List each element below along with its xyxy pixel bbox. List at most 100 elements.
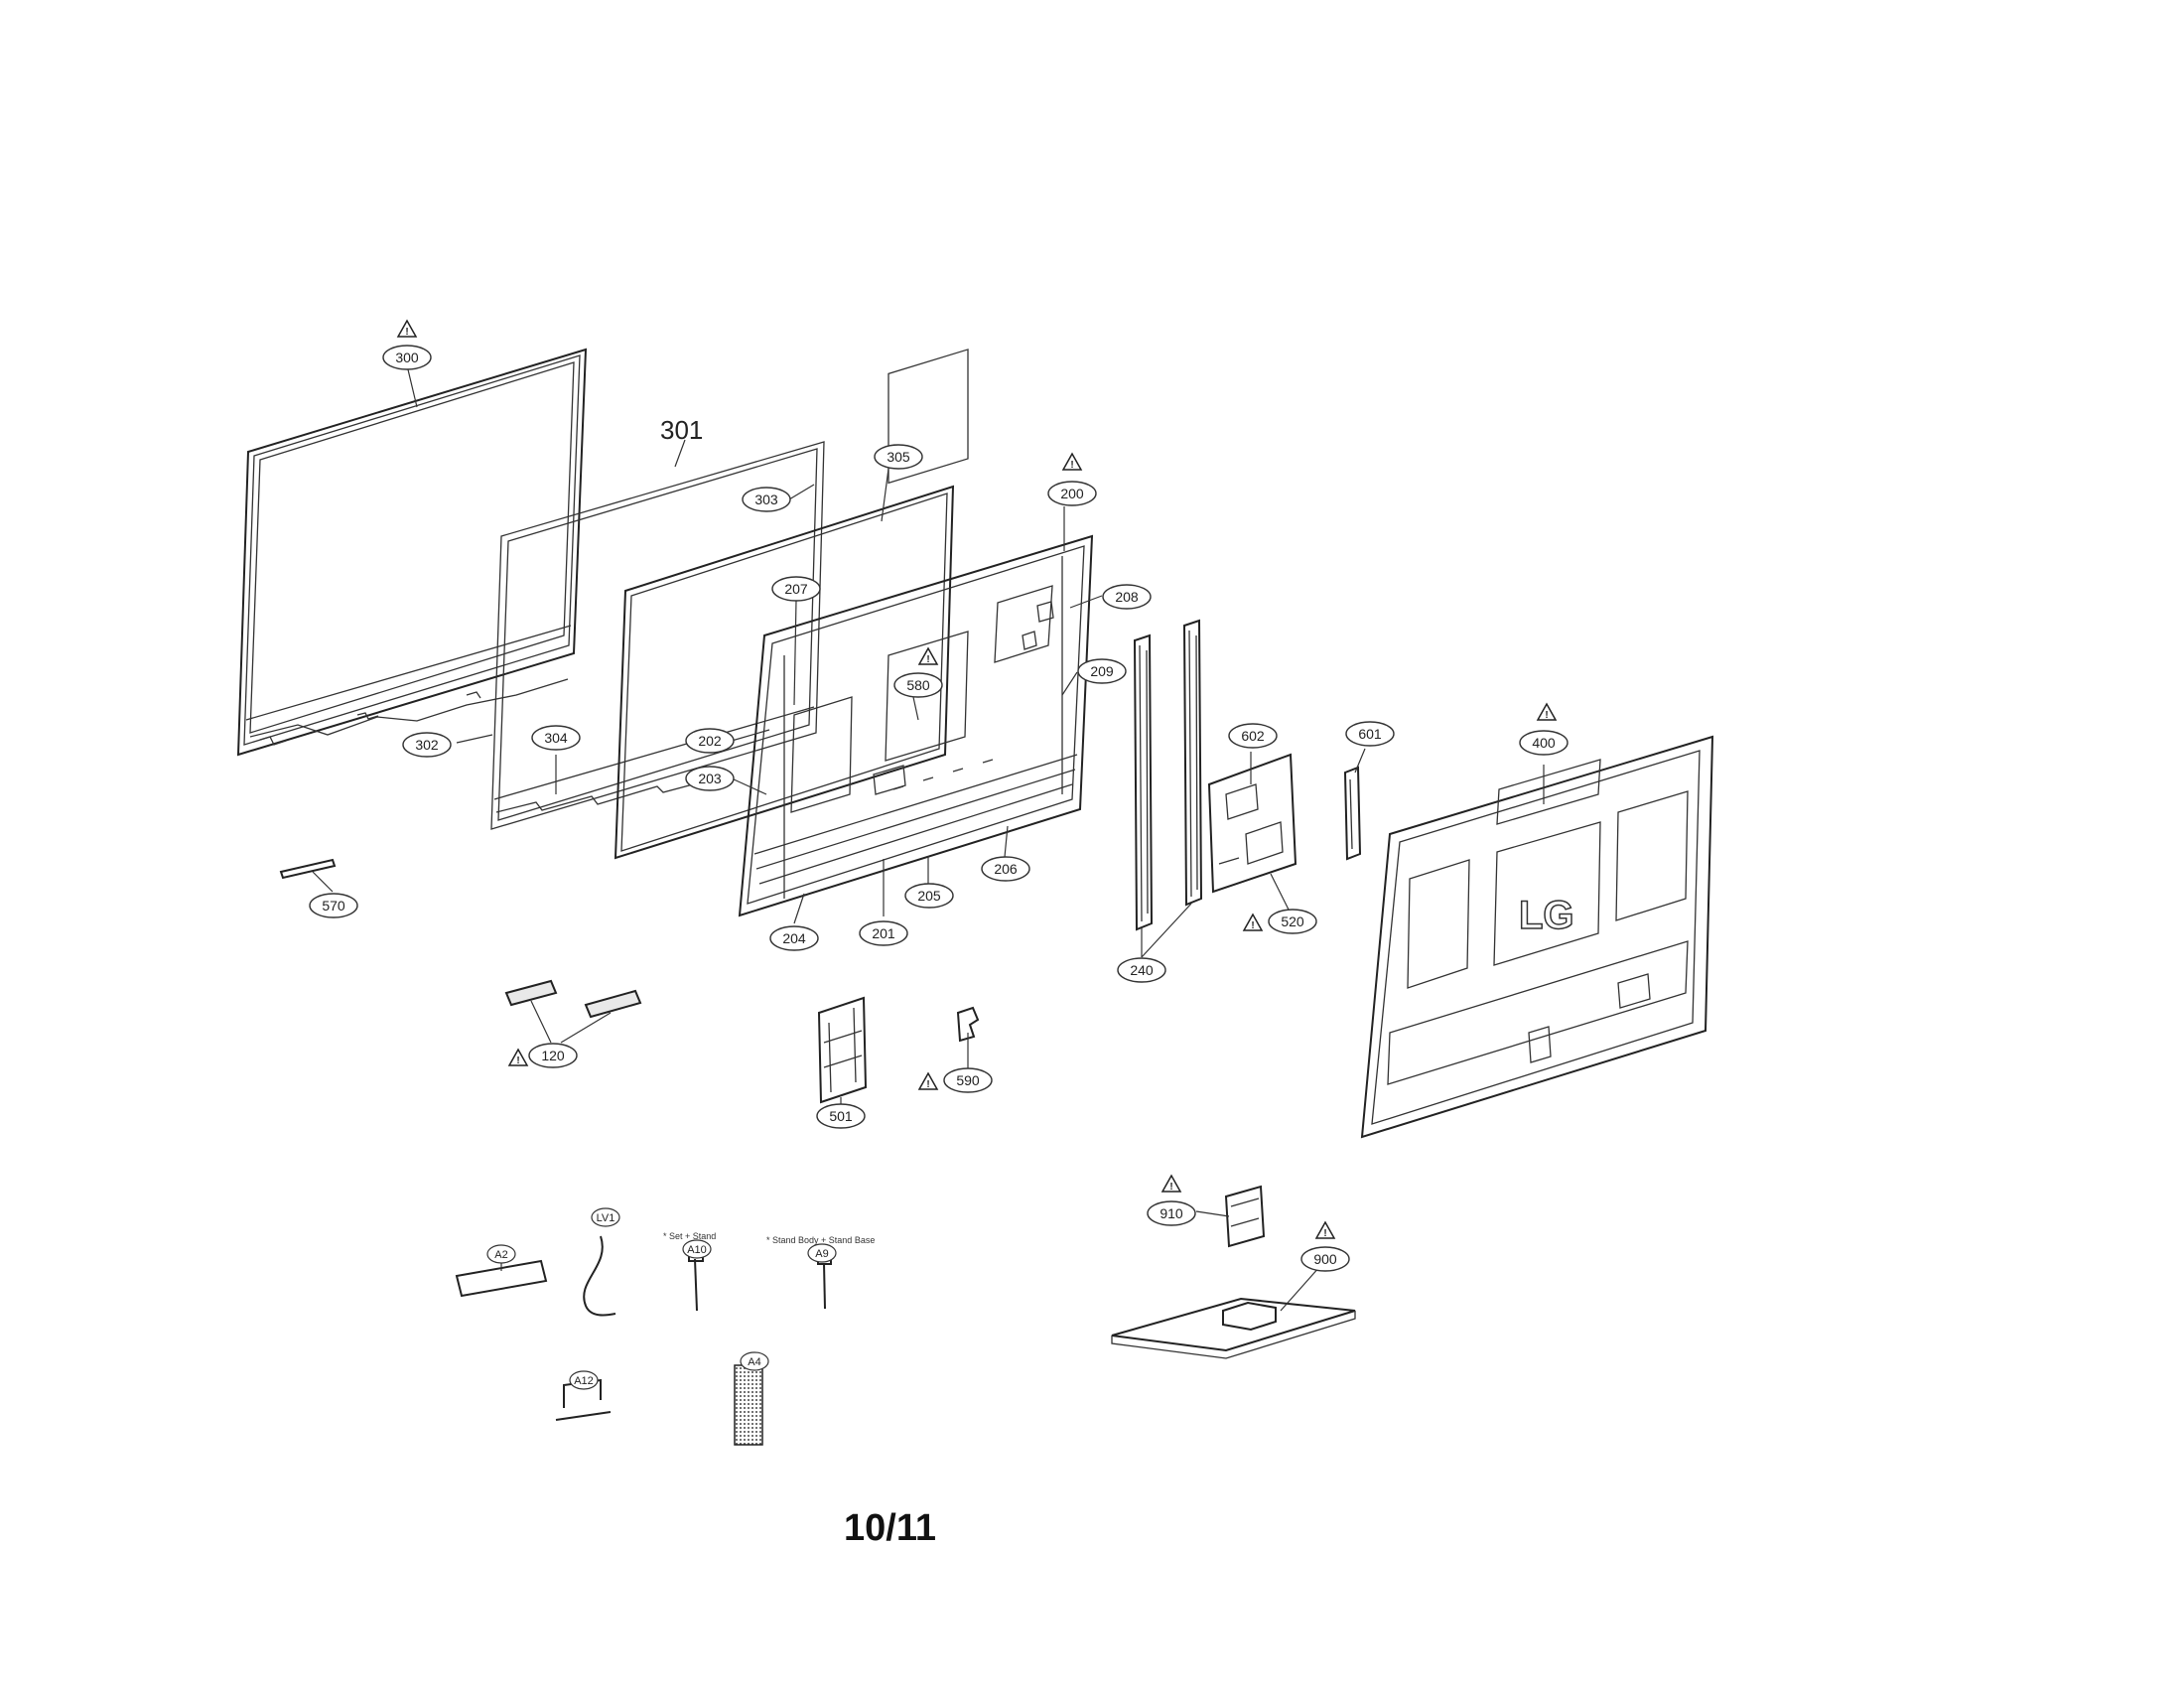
callout-209: 209: [1077, 658, 1127, 684]
part-stand-bracket: [1224, 1185, 1266, 1248]
callout-label: 501: [829, 1108, 853, 1124]
callout-208: 208: [1102, 584, 1152, 610]
callout-202: 202: [685, 728, 735, 754]
callout-label: 910: [1160, 1205, 1183, 1221]
callout-bubble: [874, 444, 923, 470]
part-small-board: [1343, 766, 1362, 861]
callout-302: 302: [402, 732, 452, 758]
callout-900: 900!: [1300, 1220, 1350, 1272]
part-inner-frame: [490, 441, 825, 830]
warning-icon: [917, 1071, 939, 1090]
part-A2-remote-holder: [455, 1259, 548, 1298]
leader-lines: [312, 364, 1545, 1312]
part-LV1-cable: [583, 1235, 616, 1317]
warning-mark: !: [516, 1055, 519, 1066]
note-set-stand: * Set + Stand: [663, 1231, 716, 1241]
callout-910: 910!: [1147, 1174, 1196, 1226]
part-label-301: 301: [660, 415, 703, 445]
callout-lv1: LV1: [591, 1207, 620, 1227]
callout-580: 580!: [893, 646, 943, 698]
callout-240: 240: [1117, 957, 1166, 983]
part-A10-screw: [688, 1252, 704, 1312]
callout-label: A2: [494, 1249, 507, 1261]
callout-a9: A9: [807, 1243, 837, 1263]
callout-label: 207: [784, 581, 808, 597]
callout-label: 206: [994, 861, 1018, 877]
callout-label: 580: [906, 677, 930, 693]
callout-303: 303: [742, 487, 791, 512]
warning-icon: [1160, 1174, 1182, 1193]
callout-bubble: [1102, 584, 1152, 610]
callout-bubble: [402, 732, 452, 758]
callout-bubble: [1147, 1200, 1196, 1226]
callout-bubble: [682, 1239, 712, 1259]
warning-icon: [507, 1048, 529, 1066]
callout-label: 201: [872, 925, 895, 941]
warning-icon: [1061, 452, 1083, 471]
warning-icon: [1314, 1220, 1336, 1239]
callout-bubble: [309, 893, 358, 918]
warning-mark: !: [926, 1079, 929, 1090]
callout-label: 520: [1281, 914, 1304, 929]
warning-mark: !: [1251, 920, 1254, 931]
part-glass-panel: [614, 485, 955, 860]
callout-501: 501: [816, 1103, 866, 1129]
part-main-board: [1207, 753, 1297, 894]
callout-bubble: [893, 672, 943, 698]
callout-203: 203: [685, 766, 735, 791]
callout-602: 602: [1228, 723, 1278, 749]
part-A4-manual: [734, 1364, 763, 1446]
part-590-component: [956, 1006, 980, 1043]
warning-mark: !: [405, 327, 408, 338]
callout-label: 400: [1532, 735, 1556, 751]
callout-bubble: [591, 1207, 620, 1227]
callout-bubble: [816, 1103, 866, 1129]
callout-label: 300: [395, 350, 419, 365]
callout-bubble: [769, 925, 819, 951]
callout-300: 300!: [382, 319, 432, 370]
callout-bubble: [859, 920, 908, 946]
callout-label: 209: [1090, 663, 1114, 679]
callout-label: 602: [1241, 728, 1265, 744]
callout-a4: A4: [740, 1351, 769, 1371]
part-A9-screw: [817, 1256, 832, 1310]
callout-label: 601: [1358, 726, 1382, 742]
callout-label: 303: [754, 492, 778, 507]
callout-label: 202: [698, 733, 722, 749]
callout-bubble: [486, 1244, 516, 1264]
warning-mark: !: [926, 654, 929, 665]
callout-label: 900: [1313, 1251, 1337, 1267]
callout-205: 205: [904, 883, 954, 909]
callout-bubble: [904, 883, 954, 909]
warning-mark: !: [1545, 710, 1548, 721]
warning-mark: !: [1169, 1182, 1172, 1193]
callout-label: 590: [956, 1072, 980, 1088]
callout-bubble: [943, 1067, 993, 1093]
part-side-brackets: [1133, 619, 1203, 931]
callout-520: 520!: [1242, 909, 1317, 934]
callout-bubble: [807, 1243, 837, 1263]
callout-206: 206: [981, 856, 1030, 882]
callout-a10: A10: [682, 1239, 712, 1259]
part-stand-base: [1111, 1297, 1356, 1359]
callout-label: 203: [698, 771, 722, 786]
callout-400: 400!: [1519, 702, 1569, 756]
part-display-panel: [738, 349, 1094, 917]
callout-label: 304: [544, 730, 568, 746]
callout-label: 205: [917, 888, 941, 904]
brand-logo: LG: [1519, 894, 1574, 937]
callout-201: 201: [859, 920, 908, 946]
warning-mark: !: [1323, 1228, 1326, 1239]
page-number: 10/11: [844, 1507, 936, 1549]
callout-bubble: [1047, 481, 1097, 506]
callout-label: 240: [1130, 962, 1154, 978]
callout-bubble: [569, 1370, 599, 1390]
callout-bubble: [981, 856, 1030, 882]
callout-a2: A2: [486, 1244, 516, 1264]
callout-207: 207: [771, 576, 821, 602]
callout-label: 570: [322, 898, 345, 914]
callout-label: 305: [887, 449, 910, 465]
part-570-strip: [279, 858, 337, 880]
